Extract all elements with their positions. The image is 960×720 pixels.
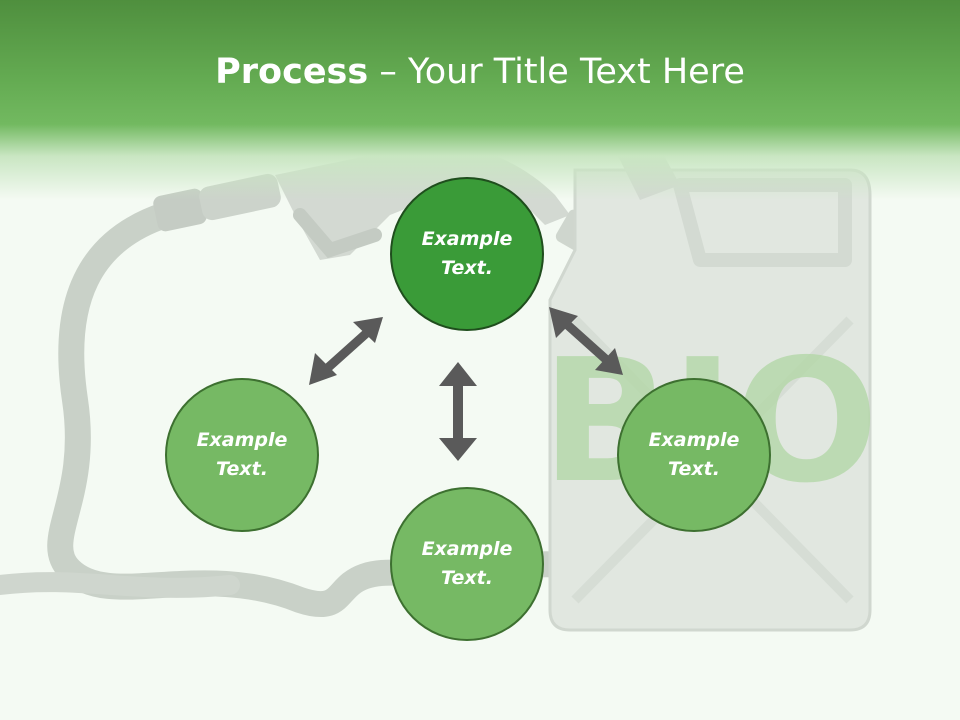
double-arrow-left-icon [309, 317, 383, 385]
node-label: Example Text. [421, 228, 513, 279]
process-node-top[interactable]: Example Text. [390, 177, 544, 331]
double-arrow-right-icon [549, 307, 623, 375]
process-node-right[interactable]: Example Text. [617, 378, 771, 532]
title-bold: Process [215, 52, 369, 92]
process-node-left[interactable]: Example Text. [165, 378, 319, 532]
header-band [0, 0, 960, 200]
process-node-bottom[interactable]: Example Text. [390, 487, 544, 641]
double-arrow-vertical-icon [439, 362, 477, 461]
title-rest: – Your Title Text Here [368, 52, 745, 92]
page-title: Process – Your Title Text Here [0, 52, 960, 92]
node-label: Example Text. [196, 429, 288, 480]
node-label: Example Text. [421, 538, 513, 589]
node-label: Example Text. [648, 429, 740, 480]
